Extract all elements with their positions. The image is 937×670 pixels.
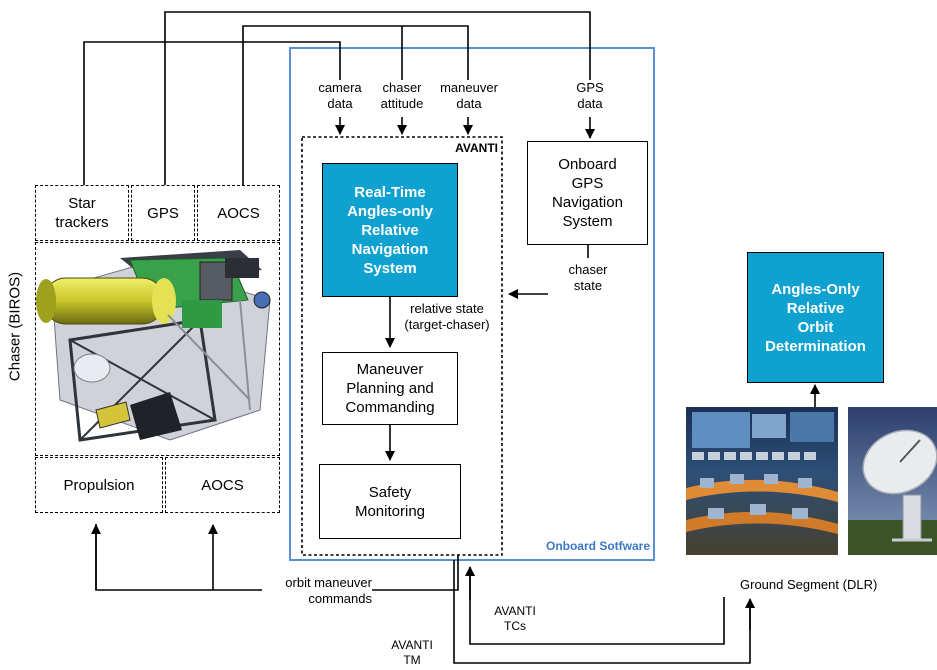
avanti-label: AVANTI (455, 141, 498, 155)
safety-monitoring-box: Safety Monitoring (319, 464, 461, 539)
chaser-state-label: chaser state (568, 262, 608, 293)
onboard-gps-navigation-box: Onboard GPS Navigation System (527, 141, 648, 245)
satellite-frame (35, 242, 280, 456)
ground-segment-label: Ground Segment (DLR) (740, 577, 878, 592)
satellite-image (36, 250, 271, 442)
aocs-actuator-box: AOCS (165, 457, 280, 513)
star-trackers-box: Star trackers (35, 185, 129, 241)
control-room-image (686, 407, 838, 555)
avanti-frame (301, 136, 503, 556)
camera-data-label: camera data (318, 80, 362, 111)
antenna-image (848, 407, 937, 555)
relative-state-label: relative state (target-chaser) (404, 301, 490, 332)
chaser-label: Chaser (BIROS) (6, 271, 24, 382)
gps-data-label: GPS data (576, 80, 604, 111)
avanti-tm-label: AVANTI TM (391, 638, 433, 667)
orbit-determination-box: Angles-Only Relative Orbit Determination (747, 252, 884, 383)
chaser-attitude-label: chaser attitude (380, 80, 424, 111)
onboard-software-label: Onboard Sotfware (545, 539, 650, 553)
orbit-commands-label: orbit maneuver commands (262, 575, 372, 607)
realtime-navigation-box: Real-Time Angles-only Relative Navigatio… (322, 163, 458, 297)
gps-sensor-box: GPS (131, 185, 195, 241)
avanti-tcs-label: AVANTI TCs (494, 604, 536, 633)
propulsion-box: Propulsion (35, 457, 163, 513)
maneuver-planning-box: Maneuver Planning and Commanding (322, 352, 458, 425)
aocs-sensor-box: AOCS (197, 185, 280, 241)
onboard-software-frame (289, 47, 655, 561)
maneuver-data-label: maneuver data (440, 80, 498, 111)
